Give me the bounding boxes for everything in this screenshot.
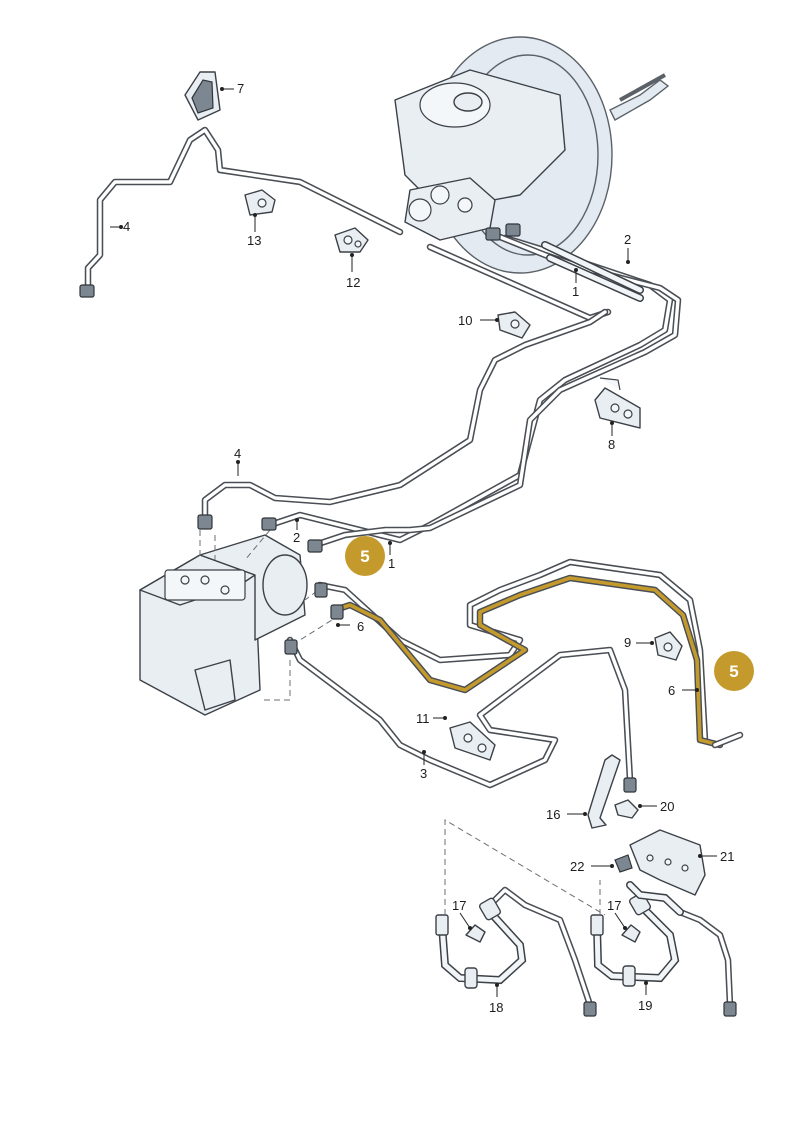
clip-12 xyxy=(334,227,369,253)
seal-grommet-7 xyxy=(184,71,221,121)
label-6-right: 6 xyxy=(668,683,675,698)
brake-hose-sleeve xyxy=(541,241,644,302)
clip-13 xyxy=(244,189,276,216)
brake-pipe-rear-right xyxy=(676,908,734,1009)
label-3: 3 xyxy=(420,766,427,781)
clip-10 xyxy=(497,311,531,339)
label-2-lower: 2 xyxy=(293,530,300,545)
bracket-21 xyxy=(629,829,706,896)
label-22: 22 xyxy=(570,859,584,874)
bracket-8 xyxy=(594,377,641,429)
label-1-upper: 1 xyxy=(572,284,579,299)
label-2-upper: 2 xyxy=(624,232,631,247)
brake-pipe-5-highlighted xyxy=(331,574,724,749)
brake-pipe-3 xyxy=(286,636,634,789)
clip-9 xyxy=(654,631,683,661)
label-1-lower: 1 xyxy=(388,556,395,571)
callout-5-left[interactable]: 5 xyxy=(345,536,385,576)
label-9: 9 xyxy=(624,635,631,650)
label-21: 21 xyxy=(720,849,734,864)
label-7: 7 xyxy=(237,81,244,96)
leader-lines xyxy=(110,87,717,997)
clip-17a xyxy=(465,924,486,943)
callout-5-right[interactable]: 5 xyxy=(714,651,754,691)
pipe-fittings xyxy=(79,223,737,1017)
rear-dash-lines xyxy=(444,819,606,916)
label-10: 10 xyxy=(458,313,472,328)
brake-hose-18 xyxy=(435,897,527,989)
callout-5-right-text: 5 xyxy=(729,662,738,681)
brake-hose-upper-rear xyxy=(626,881,684,916)
clip-17b xyxy=(621,924,641,943)
part-numbers: 7 4 13 12 10 2 1 8 4 2 1 6 9 6 11 3 16 2… xyxy=(123,81,734,1015)
label-19: 19 xyxy=(638,998,652,1013)
label-4-lower: 4 xyxy=(234,446,241,461)
label-17-right: 17 xyxy=(607,898,621,913)
brake-pipe-rear-left xyxy=(486,886,594,1009)
label-17-left: 17 xyxy=(452,898,466,913)
clip-20 xyxy=(614,799,639,819)
master-cylinder xyxy=(394,69,566,241)
brake-hose-19 xyxy=(590,892,680,987)
label-11: 11 xyxy=(416,711,430,726)
bolt-22 xyxy=(614,854,633,873)
label-6-left: 6 xyxy=(357,619,364,634)
label-18: 18 xyxy=(489,1000,503,1015)
label-20: 20 xyxy=(660,799,674,814)
abs-unit xyxy=(139,520,341,716)
label-8: 8 xyxy=(608,437,615,452)
label-4-upper: 4 xyxy=(123,219,130,234)
bracket-16 xyxy=(587,754,621,829)
brake-pipe-4-lower xyxy=(201,308,609,522)
clip-11 xyxy=(449,721,496,761)
brake-pipe-6-lower xyxy=(711,731,744,749)
callout-5-left-text: 5 xyxy=(360,547,369,566)
label-12: 12 xyxy=(346,275,360,290)
brake-pipe-6-upper xyxy=(316,558,709,744)
label-16: 16 xyxy=(546,807,560,822)
label-13: 13 xyxy=(247,233,261,248)
